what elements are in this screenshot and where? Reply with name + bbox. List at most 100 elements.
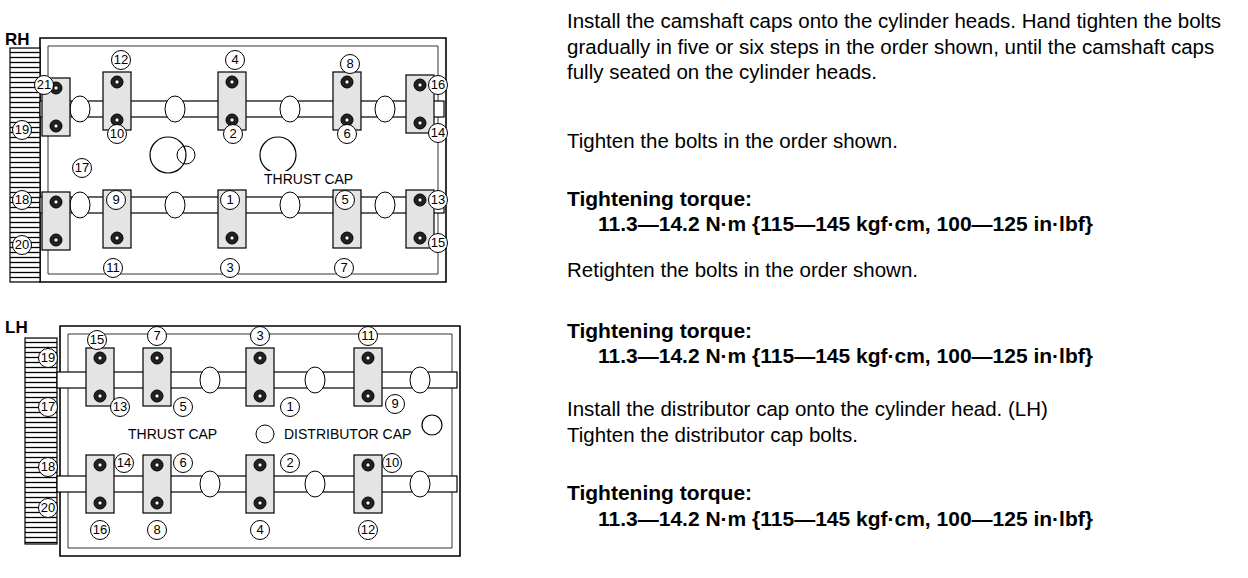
- lh-cylinder-head-part: [354, 348, 382, 406]
- lh-cylinder-head-part: [143, 348, 171, 406]
- callout-number: 5: [173, 397, 193, 417]
- callout-number: 12: [358, 520, 378, 540]
- callout-number: 8: [147, 520, 167, 540]
- callout-number: 15: [87, 330, 107, 350]
- lh-cylinder-head-part: [143, 455, 171, 513]
- lh-cylinder-head-part: [246, 348, 274, 406]
- rh-cylinder-head-part: [260, 137, 296, 173]
- torque-value: 11.3—14.2 N·m {115—145 kgf·cm, 100—125 i…: [598, 343, 1093, 368]
- lh-cylinder-head-part: [422, 415, 442, 435]
- rh-cylinder-head-part: [218, 72, 246, 130]
- callout-number: 18: [38, 457, 58, 477]
- instruction-text: Tighten the distributor cap bolts.: [567, 422, 1239, 448]
- callout-number: 14: [114, 453, 134, 473]
- callout-number: 11: [103, 258, 123, 278]
- callout-number: 9: [106, 190, 126, 210]
- part-label: DISTRIBUTOR CAP: [282, 426, 413, 443]
- lh-cylinder-head-part: [68, 334, 452, 548]
- callout-number: 19: [38, 348, 58, 368]
- lh-cylinder-head-part: [305, 471, 325, 497]
- rh-cylinder-head-part: [375, 192, 395, 218]
- callout-number: 6: [173, 453, 193, 473]
- rh-cylinder-head-part: [218, 190, 246, 248]
- rh-cylinder-head-part: [165, 192, 185, 218]
- callout-number: 5: [335, 190, 355, 210]
- lh-cylinder-head-part: [354, 455, 382, 513]
- callout-number: 3: [250, 326, 270, 346]
- lh-cylinder-head-part: [200, 367, 220, 393]
- lh-cylinder-head-part: [86, 348, 114, 406]
- callout-number: 1: [220, 190, 240, 210]
- torque-value: 11.3—14.2 N·m {115—145 kgf·cm, 100—125 i…: [598, 506, 1093, 531]
- lh-cylinder-head-part: [25, 338, 57, 544]
- torque-heading: Tightening torque:: [567, 318, 752, 343]
- rh-cylinder-head-part: [333, 72, 361, 130]
- part-label: THRUST CAP: [262, 171, 355, 188]
- callout-number: 19: [12, 120, 32, 140]
- callout-number: 16: [90, 520, 110, 540]
- callout-number: 10: [107, 124, 127, 144]
- callout-number: 18: [12, 190, 32, 210]
- rh-cylinder-head-part: [70, 96, 90, 122]
- callout-number: 20: [38, 498, 58, 518]
- view-label: LH: [5, 318, 28, 338]
- lh-cylinder-head-part: [246, 455, 274, 513]
- torque-value: 11.3—14.2 N·m {115—145 kgf·cm, 100—125 i…: [598, 211, 1093, 236]
- callout-number: 2: [223, 124, 243, 144]
- callout-number: 21: [34, 75, 54, 95]
- lh-cylinder-head-part: [410, 367, 430, 393]
- lh-cylinder-head-part: [410, 471, 430, 497]
- view-label: RH: [5, 30, 30, 50]
- callout-number: 9: [385, 394, 405, 414]
- lh-cylinder-head-part: [305, 367, 325, 393]
- callout-number: 11: [358, 326, 378, 346]
- rh-cylinder-head-part: [70, 192, 90, 218]
- part-label: THRUST CAP: [126, 426, 219, 443]
- callout-number: 12: [111, 50, 131, 70]
- callout-number: 16: [428, 75, 448, 95]
- lh-cylinder-head-part: [256, 425, 274, 443]
- instruction-text: Install the distributor cap onto the cyl…: [567, 396, 1239, 422]
- callout-number: 17: [72, 158, 92, 178]
- instruction-text: Install the camshaft caps onto the cylin…: [567, 8, 1239, 85]
- rh-cylinder-head-part: [280, 96, 300, 122]
- lh-cylinder-head-part: [200, 471, 220, 497]
- callout-number: 4: [225, 50, 245, 70]
- callout-number: 15: [428, 233, 448, 253]
- callout-number: 10: [382, 453, 402, 473]
- rh-cylinder-head-part: [165, 96, 185, 122]
- lh-cylinder-head-part: [86, 455, 114, 513]
- instruction-text: Retighten the bolts in the order shown.: [567, 257, 1239, 283]
- rh-cylinder-head-part: [40, 38, 446, 282]
- callout-number: 4: [250, 520, 270, 540]
- callout-number: 6: [337, 124, 357, 144]
- rh-cylinder-head-part: [280, 192, 300, 218]
- rh-cylinder-head: [10, 38, 446, 282]
- callout-number: 2: [280, 453, 300, 473]
- callout-number: 20: [12, 235, 32, 255]
- rh-cylinder-head-part: [375, 96, 395, 122]
- callout-number: 14: [428, 123, 448, 143]
- callout-number: 7: [334, 258, 354, 278]
- callout-number: 17: [38, 397, 58, 417]
- rh-cylinder-head-part: [42, 192, 70, 250]
- instruction-text: Tighten the bolts in the order shown.: [567, 128, 1239, 154]
- callout-number: 8: [340, 54, 360, 74]
- rh-cylinder-head-part: [48, 46, 438, 274]
- callout-number: 7: [147, 326, 167, 346]
- callout-number: 13: [428, 190, 448, 210]
- rh-cylinder-head-part: [103, 72, 131, 130]
- callout-number: 1: [280, 397, 300, 417]
- callout-number: 13: [110, 397, 130, 417]
- rh-cylinder-head-part: [333, 190, 361, 248]
- rh-cylinder-head-part: [177, 146, 195, 164]
- rh-cylinder-head-part: [103, 190, 131, 248]
- lh-cylinder-head: [25, 326, 460, 556]
- torque-heading: Tightening torque:: [567, 186, 752, 211]
- torque-heading: Tightening torque:: [567, 480, 752, 505]
- lh-cylinder-head-part: [60, 326, 460, 556]
- rh-cylinder-head-part: [150, 137, 186, 173]
- callout-number: 3: [220, 258, 240, 278]
